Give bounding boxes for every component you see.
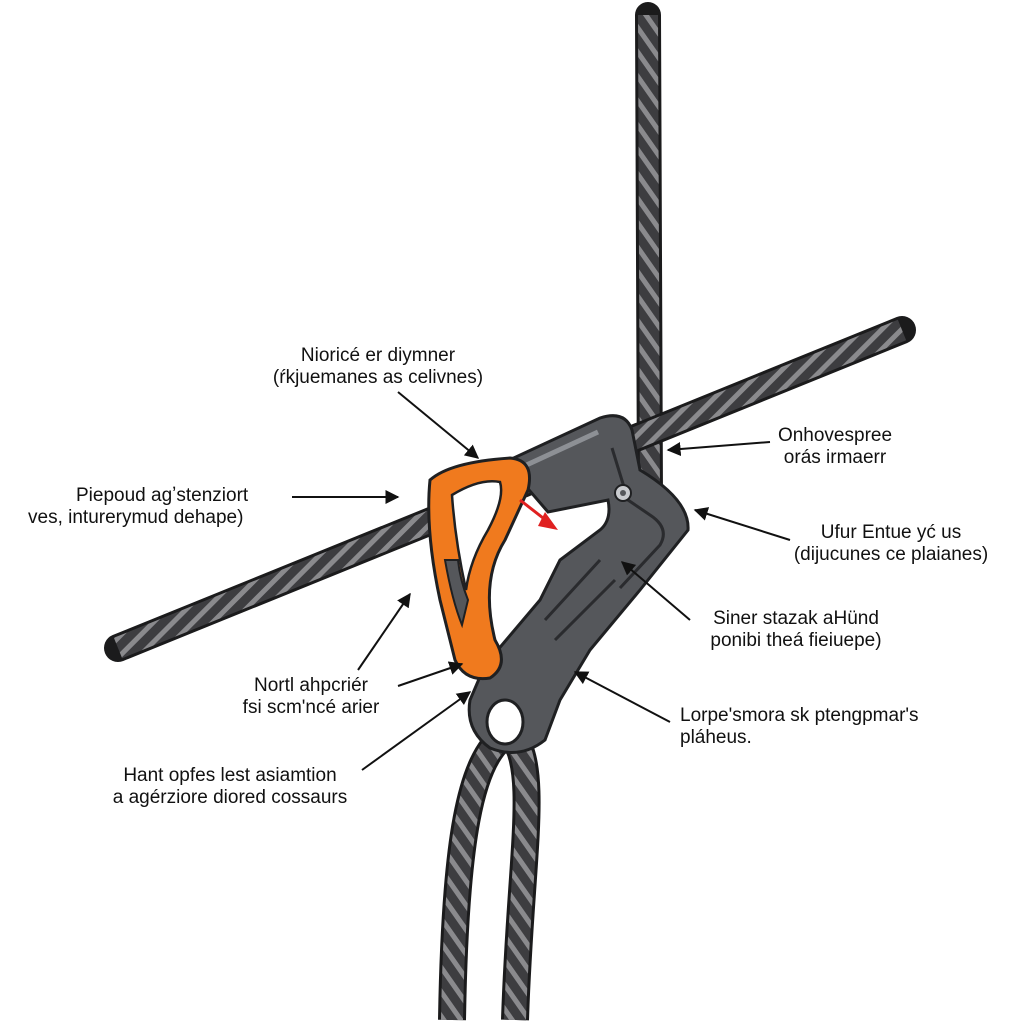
callout-arrow-4 [695, 510, 790, 540]
callout-arrow-1 [398, 392, 478, 458]
callout-arrow-3 [668, 442, 770, 450]
callout-label-8: Hant opfes lest asiamtion a agérziore di… [90, 765, 370, 809]
callout-arrow-6 [358, 594, 410, 670]
hanging-rope [452, 735, 527, 1020]
callout-label-2: Piepoud agʼstenziort ves, inturerymud de… [28, 485, 298, 529]
callout-label-6: Nortl ahpcriér fsi scm'ncé arier [206, 675, 416, 719]
callout-label-5: Siner stazak aHünd ponibi theá fieiuepe) [680, 608, 912, 652]
callout-arrow-8 [575, 672, 670, 722]
callout-label-1: Nioricé er diymner (ŕkjuemanes as celivn… [244, 345, 512, 389]
callout-label-7: Lorpe'smora sk ptengpmar's pláheus. [680, 705, 960, 749]
callout-label-4: Ufur Entue yć us (dijucunes ce plaianes) [780, 522, 1002, 566]
callout-label-3: Onhovespree orás irmaerr [760, 425, 910, 469]
